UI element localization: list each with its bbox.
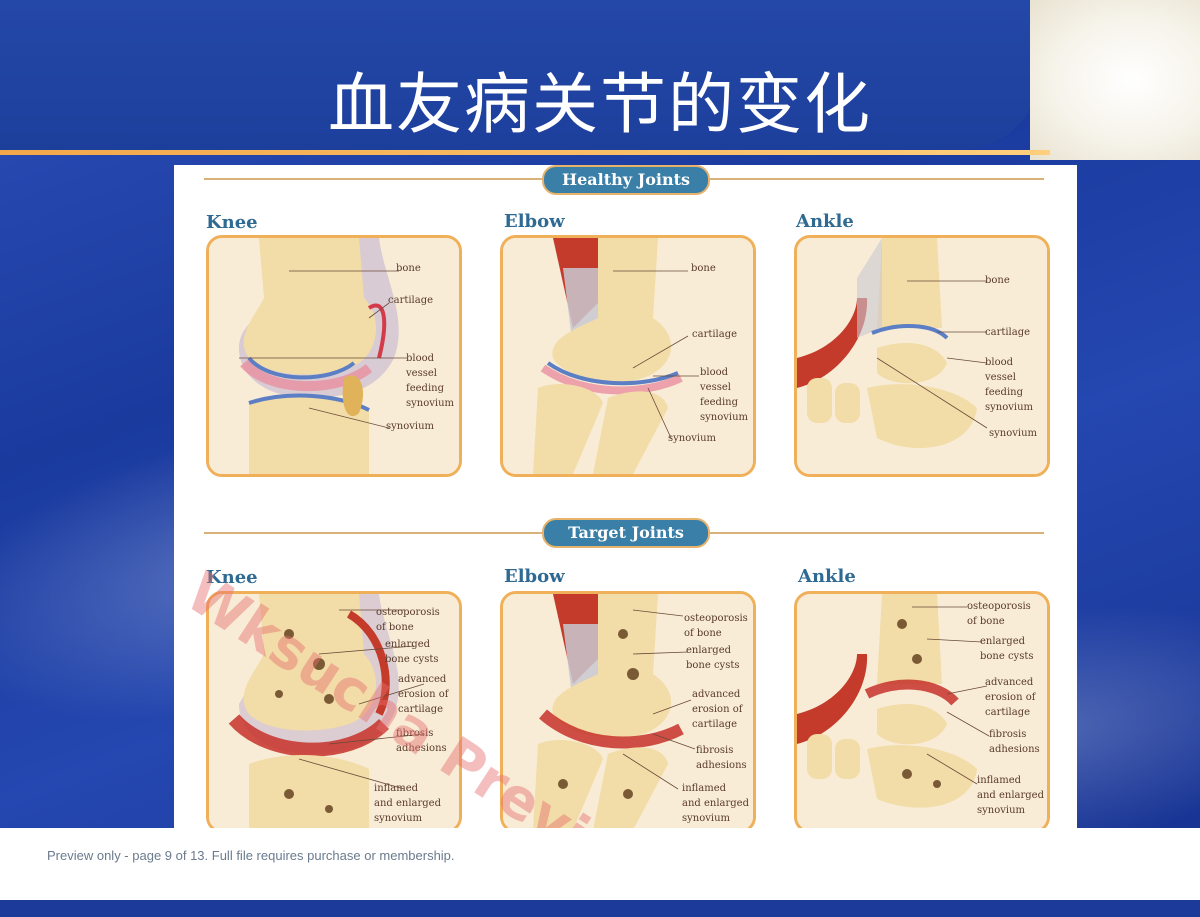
label-bone-cysts: enlarged bone cysts	[686, 645, 740, 671]
healthy-ankle-illustration	[797, 238, 1047, 474]
label-bone: bone	[985, 275, 1010, 286]
label-bone: bone	[396, 263, 421, 274]
label-cartilage: cartilage	[985, 327, 1031, 338]
label-synovium: synovium	[386, 421, 435, 432]
label-inflamed-synovium: inflamed and enlarged synovium	[682, 783, 750, 824]
label-bone: bone	[691, 263, 716, 274]
target-elbow-panel	[500, 591, 756, 833]
label-bone-cysts: enlarged bone cysts	[385, 639, 439, 665]
label-fibrosis: fibrosis adhesions	[989, 729, 1040, 755]
healthy-knee-title: Knee	[206, 212, 258, 233]
healthy-elbow-panel	[500, 235, 756, 477]
accent-line	[0, 150, 1050, 155]
joint-comparison-figure: Healthy Joints Knee Elbow Ankle bone car…	[174, 165, 1077, 833]
healthy-elbow-title: Elbow	[504, 211, 565, 232]
footer-bar: Preview only - page 9 of 13. Full file r…	[0, 828, 1200, 900]
corner-decoration	[1030, 0, 1200, 160]
label-synovium: synovium	[668, 433, 717, 444]
target-elbow-illustration	[503, 594, 753, 830]
target-elbow-title: Elbow	[504, 566, 565, 587]
healthy-ankle-title: Ankle	[796, 211, 854, 232]
target-knee-panel	[206, 591, 462, 833]
label-blood-vessel: blood vessel feeding synovium	[700, 367, 749, 423]
target-knee-illustration	[209, 594, 459, 830]
label-cartilage-erosion: advanced erosion of cartilage	[398, 674, 449, 715]
label-blood-vessel: blood vessel feeding synovium	[985, 357, 1034, 413]
target-ankle-panel	[794, 591, 1050, 833]
title-band	[0, 0, 1040, 150]
label-osteoporosis: osteoporosis of bone	[376, 607, 440, 633]
label-inflamed-synovium: inflamed and enlarged synovium	[977, 775, 1045, 816]
slide-title: 血友病关节的变化	[328, 66, 872, 143]
target-ankle-title: Ankle	[798, 566, 856, 587]
label-blood-vessel: blood vessel feeding synovium	[406, 353, 455, 409]
label-cartilage-erosion: advanced erosion of cartilage	[985, 677, 1036, 718]
target-ankle-illustration	[797, 594, 1047, 830]
healthy-knee-illustration	[209, 238, 459, 474]
label-osteoporosis: osteoporosis of bone	[684, 613, 748, 639]
healthy-joints-heading: Healthy Joints	[542, 165, 710, 195]
label-fibrosis: fibrosis adhesions	[396, 728, 447, 754]
label-osteoporosis: osteoporosis of bone	[967, 601, 1031, 627]
label-cartilage: cartilage	[388, 295, 434, 306]
preview-notice: Preview only - page 9 of 13. Full file r…	[47, 848, 455, 863]
healthy-ankle-panel	[794, 235, 1050, 477]
label-fibrosis: fibrosis adhesions	[696, 745, 747, 771]
label-inflamed-synovium: inflamed and enlarged synovium	[374, 783, 442, 824]
target-joints-heading: Target Joints	[542, 518, 710, 548]
label-bone-cysts: enlarged bone cysts	[980, 636, 1034, 662]
label-synovium: synovium	[989, 428, 1038, 439]
target-knee-title: Knee	[206, 567, 258, 588]
healthy-elbow-illustration	[503, 238, 753, 474]
label-cartilage-erosion: advanced erosion of cartilage	[692, 689, 743, 730]
healthy-knee-panel	[206, 235, 462, 477]
label-cartilage: cartilage	[692, 329, 738, 340]
